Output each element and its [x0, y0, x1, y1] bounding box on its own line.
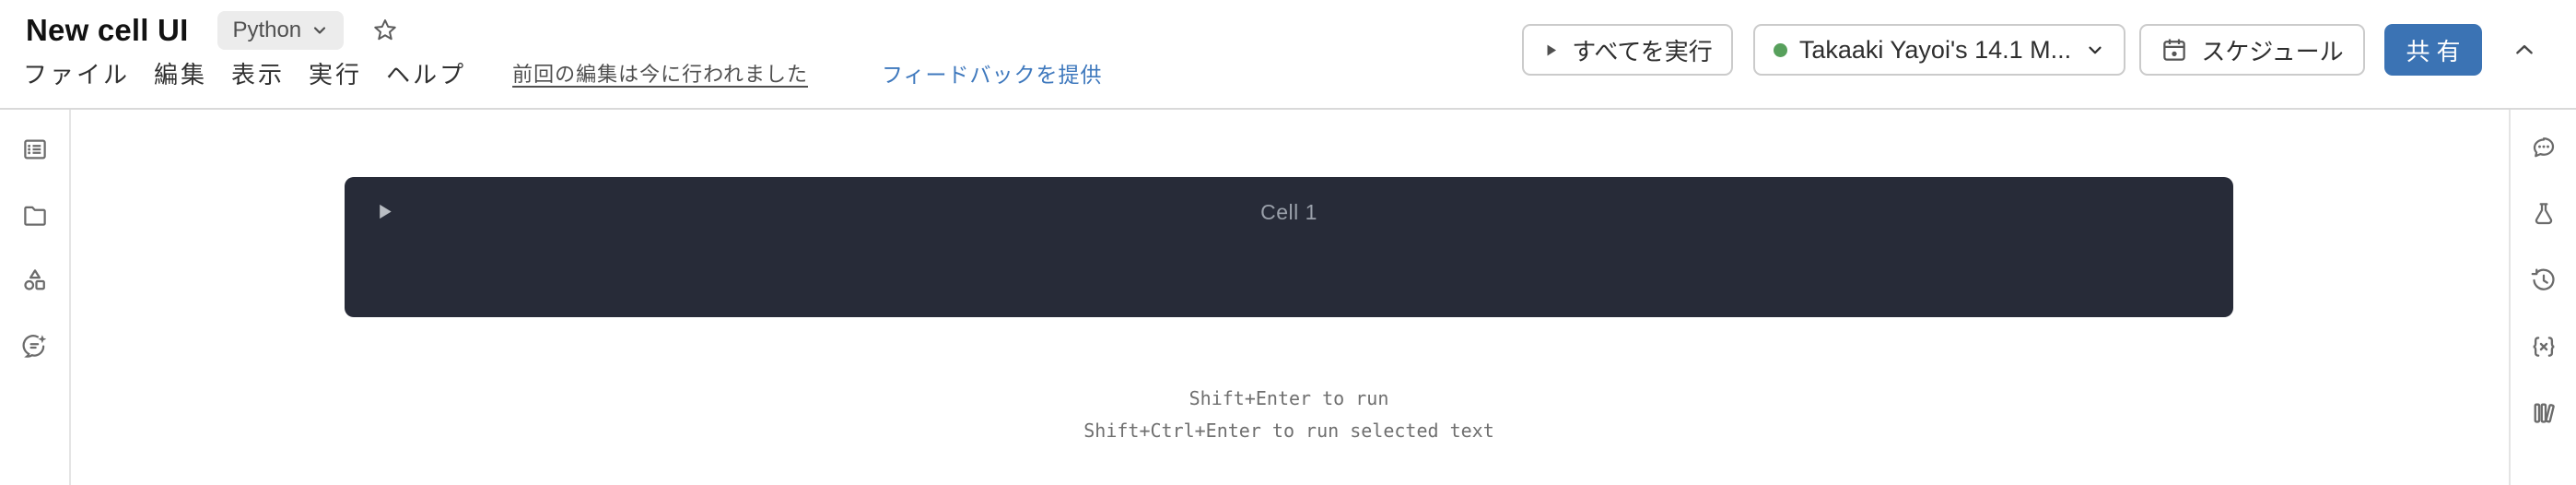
- schedule-label: スケジュール: [2201, 37, 2344, 65]
- language-selector-value: Python: [232, 18, 302, 42]
- run-all-label: すべてを実行: [1572, 37, 1713, 65]
- play-icon: [374, 201, 395, 222]
- keyboard-shortcut-hints: Shift+Enter to run Shift+Ctrl+Enter to r…: [345, 383, 2233, 447]
- menu-view[interactable]: 表示: [231, 60, 286, 89]
- hint-line-1: Shift+Enter to run: [1188, 387, 1389, 409]
- run-all-button[interactable]: すべてを実行: [1522, 24, 1733, 76]
- version-history-icon: [2530, 266, 2558, 294]
- compute-selector-button[interactable]: Takaaki Yayoi's 14.1 M...: [1753, 24, 2125, 76]
- table-of-contents-icon: [21, 136, 49, 163]
- star-icon: [371, 17, 399, 44]
- left-sidebar: [0, 110, 71, 485]
- menu-run[interactable]: 実行: [309, 60, 363, 89]
- menu-bar: ファイル 編集 表示 実行 ヘルプ 前回の編集は今に行われました フィードバック…: [23, 59, 1103, 89]
- variables-icon: [2530, 333, 2558, 361]
- shapes-icon: [21, 266, 49, 294]
- notebook-cell[interactable]: Cell 1: [345, 177, 2233, 317]
- favorite-star-button[interactable]: [371, 17, 399, 44]
- version-history-button[interactable]: [2530, 266, 2558, 294]
- menu-edit[interactable]: 編集: [154, 60, 208, 89]
- chevron-down-icon: [2083, 40, 2105, 60]
- share-button[interactable]: 共有: [2384, 24, 2482, 76]
- feedback-link[interactable]: フィードバックを提供: [881, 63, 1103, 87]
- variables-button[interactable]: [2530, 333, 2558, 361]
- folder-icon: [21, 201, 49, 229]
- cell-title: Cell 1: [1260, 200, 1317, 224]
- right-sidebar: [2509, 110, 2576, 485]
- chevron-down-icon: [310, 21, 329, 40]
- experiments-icon: [2530, 200, 2558, 228]
- calendar-icon: [2160, 36, 2188, 64]
- libraries-button[interactable]: [2530, 399, 2558, 427]
- table-of-contents-button[interactable]: [21, 136, 49, 163]
- last-edited-status[interactable]: 前回の編集は今に行われました: [512, 63, 808, 86]
- chevron-up-icon: [2512, 38, 2536, 62]
- experiments-button[interactable]: [2530, 200, 2558, 228]
- catalog-objects-button[interactable]: [21, 266, 49, 294]
- comments-button[interactable]: [2530, 134, 2558, 161]
- page-title: New cell UI: [26, 13, 189, 47]
- compute-status-dot: [1773, 42, 1787, 57]
- libraries-icon: [2530, 399, 2558, 427]
- assistant-icon: [21, 332, 49, 360]
- comments-icon: [2530, 134, 2558, 161]
- cell-run-button[interactable]: [374, 201, 395, 222]
- hint-line-2: Shift+Ctrl+Enter to run selected text: [1083, 420, 1494, 442]
- collapse-header-button[interactable]: [2502, 24, 2547, 76]
- workspace-files-button[interactable]: [21, 201, 49, 229]
- schedule-button[interactable]: スケジュール: [2139, 24, 2365, 76]
- header: New cell UI Python ファイル 編集 表示 実行 ヘルプ 前回の…: [0, 0, 2576, 110]
- menu-file[interactable]: ファイル: [23, 60, 131, 89]
- language-selector[interactable]: Python: [217, 11, 345, 50]
- play-icon: [1542, 41, 1560, 59]
- title-row: New cell UI Python: [26, 9, 399, 52]
- compute-selector-label: Takaaki Yayoi's 14.1 M...: [1798, 35, 2072, 64]
- menu-help[interactable]: ヘルプ: [386, 60, 467, 89]
- assistant-button[interactable]: [21, 332, 49, 360]
